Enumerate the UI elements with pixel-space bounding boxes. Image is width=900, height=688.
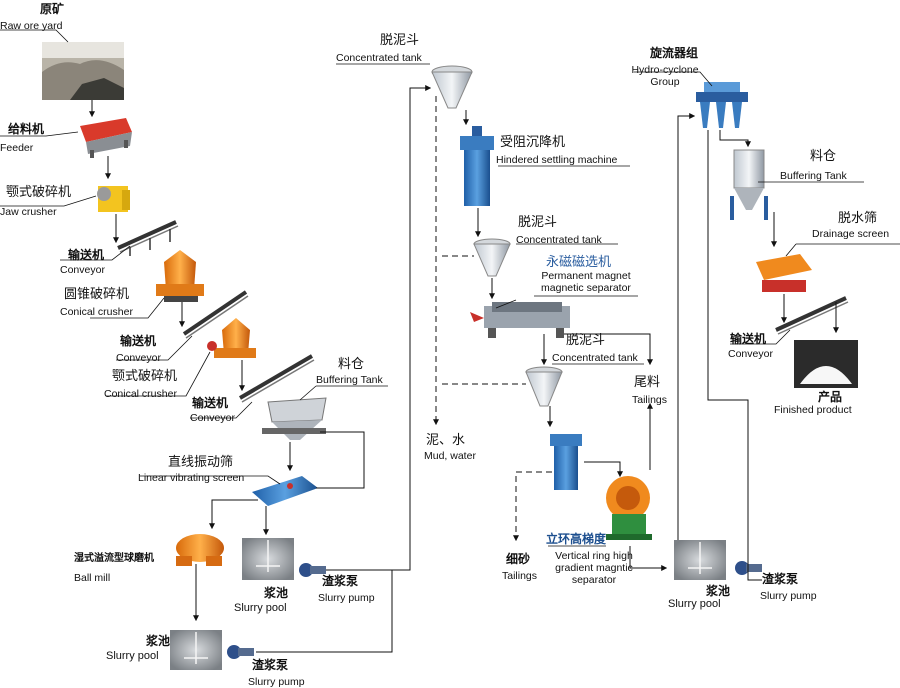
jaw-crusher-en: Jaw crusher [0,206,57,218]
conveyor-3-zh: 输送机 [192,396,229,410]
conical-crusher-1-zh: 圆锥破碎机 [64,287,130,302]
raw-ore-yard-en: Raw ore yard [0,20,63,32]
concentrated-tank-2-en: Concentrated tank [516,234,602,246]
conical-crusher-2-en: Conical crusher [104,388,177,400]
concentrated-tank-2-zh: 脱泥斗 [518,215,558,230]
buffering-tank-2-zh: 料仓 [810,149,837,164]
slurry-pump-3-image [735,561,762,575]
conveyor-1-en: Conveyor [60,264,105,276]
finished-product-image [794,340,858,388]
tailings-1-en: Tailings [632,394,668,406]
dashed-flow-lines [433,96,552,542]
buffering-tank-2-image [730,149,768,220]
raw-ore-yard-image [42,42,124,100]
dewatering-cylinder-image [550,434,582,490]
hydrocyclone-zh: 旋流器组 [650,46,699,60]
finished-product-en: Finished product [774,404,852,416]
concentrated-tank-1-zh: 脱泥斗 [380,33,420,48]
slurry-pump-3-en: Slurry pump [760,590,817,602]
concentrated-tank-1-en: Concentrated tank [336,52,422,64]
concentrated-tank-3-en: Concentrated tank [552,352,638,364]
leader-lines [0,29,900,547]
slurry-pump-3-zh: 渣浆泵 [762,572,799,586]
buffering-tank-1-zh: 料仓 [338,357,365,372]
slurry-pump-1-en: Slurry pump [318,592,375,604]
conical-crusher-1-image [156,250,204,302]
drainage-screen-image [756,254,812,292]
slurry-pool-1-image [242,538,294,580]
slurry-pool-1-en: Slurry pool [234,602,287,614]
jaw-crusher-image [97,186,130,212]
feeder-zh: 给料机 [8,122,45,136]
magnetic-separator-zh: 永磁磁选机 [546,255,612,270]
conveyor-2-image [182,290,249,339]
buffering-tank-1-image [262,397,327,440]
concentrated-tank-1-image [431,65,473,109]
conveyor-4-en: Conveyor [728,348,773,360]
vertical-ring-en: Vertical ring high gradient magntic sepa… [555,550,633,586]
raw-ore-yard-zh: 原矿 [40,2,65,16]
feeder-en: Feeder [0,142,34,154]
conveyor-4-image [775,296,849,335]
drainage-screen-zh: 脱水筛 [838,211,878,226]
hindered-settling-machine-image [460,126,494,206]
concentrated-tank-3-zh: 脱泥斗 [566,333,606,348]
slurry-pool-3-image [674,540,726,580]
concentrated-tank-2-image [473,238,511,277]
linear-screen-en: Linear vibrating screen [138,472,245,484]
conveyor-1-zh: 输送机 [68,248,105,262]
conveyor-2-zh: 输送机 [120,334,157,348]
slurry-pool-2-zh: 浆池 [146,634,171,648]
flow-lines [89,85,839,653]
slurry-pump-2-en: Slurry pump [248,676,305,688]
slurry-pump-2-image [227,645,254,659]
ball-mill-image [176,534,224,566]
mud-water-en: Mud, water [424,450,476,462]
finished-product-zh: 产品 [818,390,843,404]
conical-crusher-1-en: Conical crusher [60,306,133,318]
hydrocyclone-group-image [696,82,748,128]
drainage-screen-en: Drainage screen [812,228,890,240]
conveyor-1-image [117,220,179,256]
conveyor-3-en: Conveyor [190,412,235,424]
magnetic-separator-en: Permanent magnet magnetic separator [541,270,631,294]
jaw-crusher-zh: 颚式破碎机 [6,185,72,200]
feeder-image [80,118,132,158]
conveyor-3-image [238,354,315,403]
vertical-ring-separator-image [606,476,652,540]
linear-screen-image [252,476,318,506]
fine-sand-zh: 细砂 [506,552,531,566]
fine-sand-en: Tailings [502,570,538,582]
slurry-pool-2-en: Slurry pool [106,650,159,662]
vertical-ring-zh: 立环高梯度 [546,532,607,546]
linear-screen-zh: 直线振动筛 [168,455,234,470]
hindered-settling-en: Hindered settling machine [496,154,618,166]
concentrated-tank-3-image [525,366,563,407]
slurry-pump-1-zh: 渣浆泵 [322,574,359,588]
slurry-pump-2-zh: 渣浆泵 [252,658,289,672]
ball-mill-en: Ball mill [74,572,111,584]
slurry-pool-3-en: Slurry pool [668,598,721,610]
buffering-tank-1-en: Buffering Tank [316,374,383,386]
permanent-magnet-separator-image [470,302,570,338]
tailings-1-zh: 尾料 [634,375,661,390]
hydrocyclone-en: Hydro-cyclone Group [631,64,699,88]
slurry-pump-1-image [299,563,326,577]
conveyor-2-en: Conveyor [116,352,161,364]
slurry-pool-1-zh: 浆池 [264,586,289,600]
hindered-settling-zh: 受阻沉降机 [500,135,566,150]
slurry-pool-3-zh: 浆池 [706,584,731,598]
conveyor-4-zh: 输送机 [730,332,767,346]
mud-water-zh: 泥、水 [426,433,466,448]
buffering-tank-2-en: Buffering Tank [780,170,847,182]
conical-crusher-2-image [207,318,256,358]
conical-crusher-2-zh: 颚式破碎机 [112,369,178,384]
slurry-pool-2-image [170,630,222,670]
ball-mill-zh: 湿式溢流型球磨机 [74,553,154,564]
